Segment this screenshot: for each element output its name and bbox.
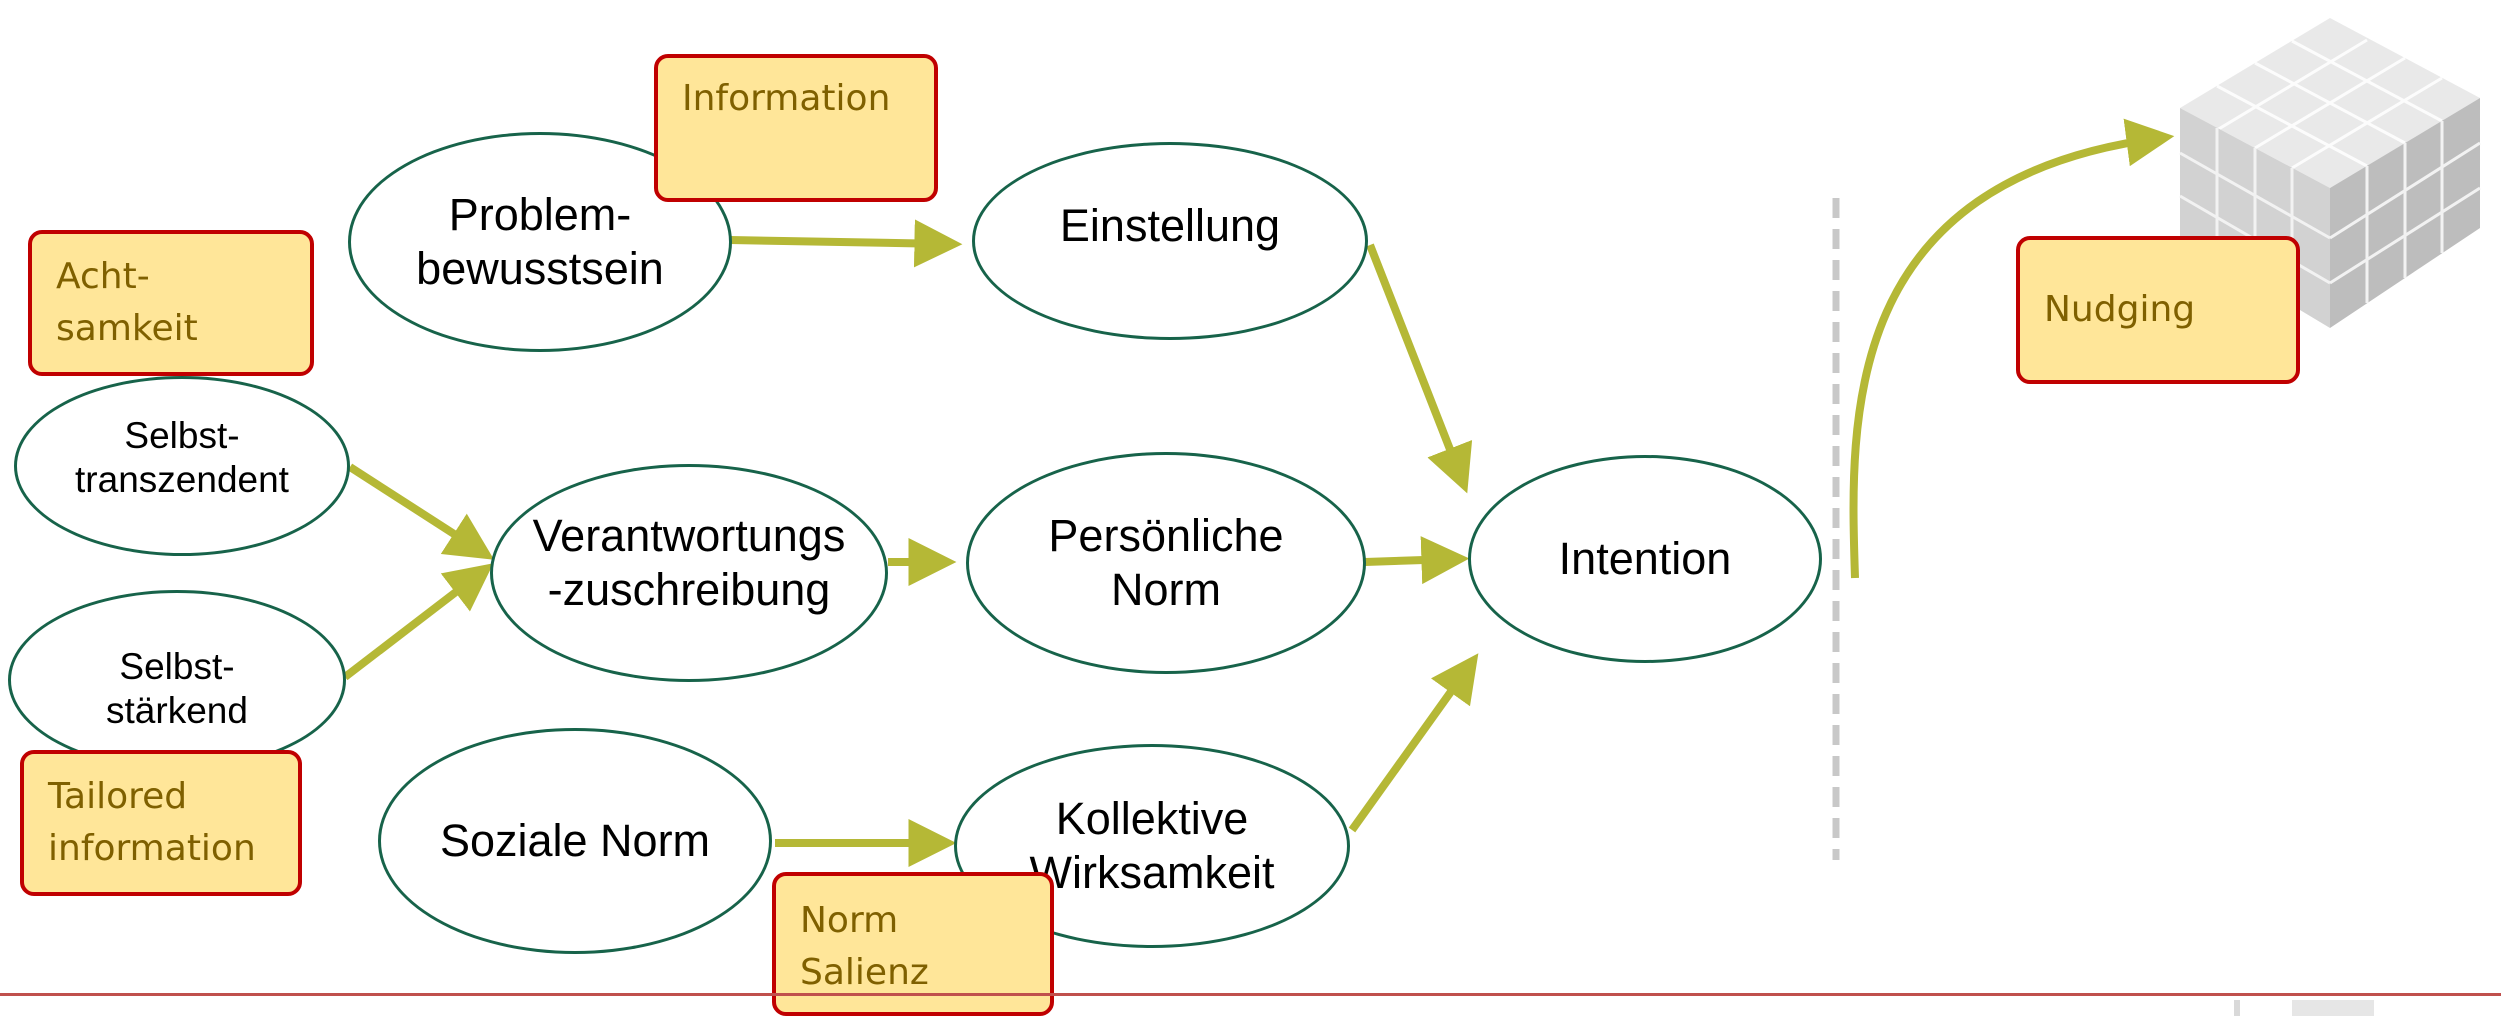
tag-norm-salienz-label: Norm Salienz — [800, 900, 929, 993]
arrow-selbsttranszendent-verantwortung — [347, 463, 495, 560]
node-soziale-norm-label: Soziale Norm — [439, 815, 711, 866]
node-persoenliche-norm-label: Persönliche Norm — [1048, 510, 1284, 615]
node-verantwortungszuschreibung: Verantwortungs -zuschreibung — [490, 464, 888, 682]
arrow-kollektive-wirksamkeit-intention — [1348, 653, 1479, 833]
tag-achtsamkeit-label: Acht- samkeit — [56, 256, 198, 349]
node-selbststaerkend: Selbst- stärkend — [8, 590, 346, 770]
node-intention: Intention — [1468, 455, 1822, 663]
node-problembewusstsein-label: Problem- bewusstsein — [416, 189, 664, 294]
node-selbststaerkend-label: Selbst- stärkend — [106, 645, 248, 731]
tag-achtsamkeit: Acht- samkeit — [28, 230, 314, 376]
node-persoenliche-norm: Persönliche Norm — [966, 452, 1366, 674]
tag-nudging: Nudging — [2016, 236, 2300, 384]
node-kollektive-wirksamkeit-label: Kollektive Wirksamkeit — [1029, 793, 1275, 898]
node-selbsttranszendent-label: Selbst- transzendent — [75, 414, 289, 500]
bottom-rule — [0, 993, 2501, 996]
footer-mark-left — [2234, 1000, 2240, 1016]
node-soziale-norm: Soziale Norm — [378, 728, 772, 954]
arrow-nudging-curve — [1849, 118, 2175, 579]
tag-norm-salienz: Norm Salienz — [772, 872, 1054, 1016]
node-selbsttranszendent: Selbst- transzendent — [14, 376, 350, 556]
node-einstellung-label: Einstellung — [1059, 200, 1281, 251]
tag-tailored-information: Tailored information — [20, 750, 302, 896]
arrow-einstellung-intention — [1366, 243, 1473, 494]
arrow-problembewusstsein-einstellung — [729, 219, 963, 268]
arrow-selbststaerkend-verantwortung — [342, 563, 494, 681]
arrow-persoenliche-norm-intention — [1364, 536, 1470, 585]
tag-information-label: Information — [682, 78, 891, 119]
node-verantwortungszuschreibung-label: Verantwortungs -zuschreibung — [532, 510, 846, 615]
node-einstellung: Einstellung — [972, 142, 1368, 340]
tag-tailored-information-label: Tailored information — [48, 776, 256, 869]
node-intention-label: Intention — [1558, 533, 1732, 584]
tag-nudging-label: Nudging — [2044, 289, 2196, 330]
footer-mark-right — [2292, 1000, 2374, 1016]
tag-information: Information — [654, 54, 938, 202]
